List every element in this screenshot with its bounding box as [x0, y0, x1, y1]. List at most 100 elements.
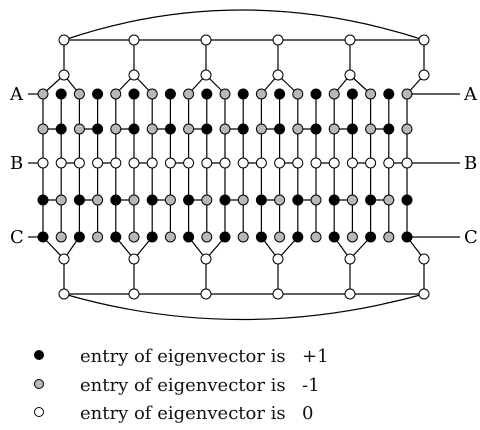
node-negative [128, 231, 140, 243]
node-positive [401, 231, 413, 243]
node-zero [200, 34, 212, 46]
node-negative [328, 123, 340, 135]
node-zero [418, 288, 430, 300]
node-zero [128, 253, 140, 265]
node-zero [58, 69, 70, 81]
node-positive [383, 123, 395, 135]
node-negative [128, 194, 140, 206]
node-negative [92, 231, 104, 243]
node-positive [128, 88, 140, 100]
node-negative [37, 88, 49, 100]
node-positive [328, 194, 340, 206]
node-negative [73, 88, 85, 100]
node-positive [292, 194, 304, 206]
node-positive [346, 88, 358, 100]
node-positive [110, 231, 122, 243]
legend-item-positive: entry of eigenvector is +1 [30, 343, 329, 369]
node-zero [383, 157, 395, 169]
node-zero [200, 253, 212, 265]
node-zero [344, 69, 356, 81]
legend-value: 0 [302, 402, 314, 424]
node-zero [200, 288, 212, 300]
gray-dot-icon [30, 375, 50, 395]
node-positive [201, 123, 213, 135]
node-positive [255, 231, 267, 243]
node-negative [292, 88, 304, 100]
node-negative [310, 194, 322, 206]
node-negative [274, 194, 286, 206]
node-negative [110, 88, 122, 100]
node-zero [310, 157, 322, 169]
node-positive [164, 88, 176, 100]
node-zero [92, 157, 104, 169]
node-positive [128, 123, 140, 135]
node-negative [255, 123, 267, 135]
node-positive [201, 88, 213, 100]
node-zero [110, 157, 122, 169]
node-zero [255, 157, 267, 169]
node-zero [344, 288, 356, 300]
bottom-arc-edge [63, 293, 425, 321]
side-label-right: B [464, 153, 477, 174]
node-negative [346, 194, 358, 206]
node-negative [310, 231, 322, 243]
node-positive [274, 88, 286, 100]
node-zero [272, 253, 284, 265]
node-zero [365, 157, 377, 169]
node-negative [201, 194, 213, 206]
legend-item-negative: entry of eigenvector is -1 [30, 372, 320, 398]
node-zero [73, 157, 85, 169]
node-negative [55, 231, 67, 243]
node-positive [55, 88, 67, 100]
node-positive [92, 88, 104, 100]
node-negative [219, 123, 231, 135]
node-negative [110, 123, 122, 135]
node-zero [164, 157, 176, 169]
node-positive [401, 194, 413, 206]
node-positive [274, 123, 286, 135]
node-zero [128, 157, 140, 169]
node-zero [401, 157, 413, 169]
node-zero [58, 34, 70, 46]
top-arc-edge [63, 9, 425, 41]
node-positive [146, 231, 158, 243]
node-zero [418, 253, 430, 265]
node-positive [346, 123, 358, 135]
node-negative [237, 194, 249, 206]
node-zero [128, 34, 140, 46]
node-zero [128, 69, 140, 81]
node-negative [365, 88, 377, 100]
node-negative [237, 231, 249, 243]
node-negative [383, 231, 395, 243]
node-negative [274, 231, 286, 243]
side-label-left: B [10, 153, 23, 174]
node-negative [183, 123, 195, 135]
node-zero [237, 157, 249, 169]
node-positive [55, 123, 67, 135]
node-negative [292, 123, 304, 135]
legend-item-zero: entry of eigenvector is 0 [30, 400, 313, 426]
node-zero [128, 288, 140, 300]
side-label-right: C [464, 227, 478, 248]
legend-text: entry of eigenvector is [80, 374, 286, 396]
node-zero [272, 288, 284, 300]
node-positive [183, 194, 195, 206]
node-negative [37, 123, 49, 135]
node-negative [365, 123, 377, 135]
node-zero [328, 157, 340, 169]
node-negative [92, 194, 104, 206]
node-zero [272, 69, 284, 81]
node-negative [73, 123, 85, 135]
node-positive [37, 194, 49, 206]
node-zero [55, 157, 67, 169]
node-negative [328, 88, 340, 100]
node-positive [365, 231, 377, 243]
side-label-left: C [10, 227, 24, 248]
node-positive [183, 231, 195, 243]
node-positive [73, 231, 85, 243]
legend-value: -1 [302, 374, 320, 396]
side-label-right: A [463, 84, 478, 105]
node-negative [346, 231, 358, 243]
node-positive [237, 88, 249, 100]
